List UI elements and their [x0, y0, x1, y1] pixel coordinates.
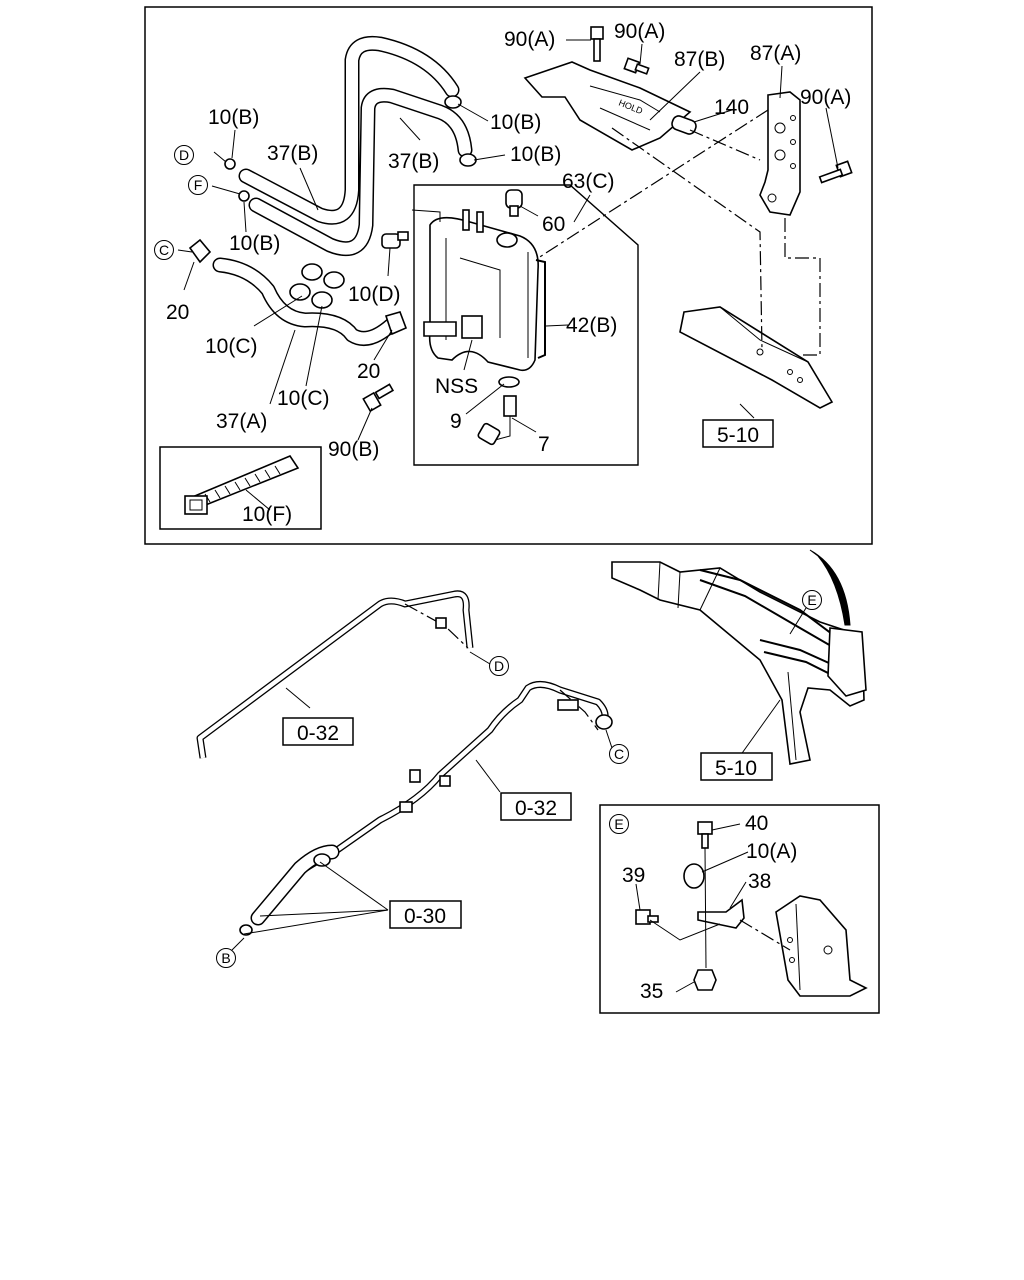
label-39: 39 [622, 864, 645, 887]
clamp-10b-f [238, 190, 250, 202]
nut-35 [693, 969, 717, 991]
label-20-1: 20 [166, 301, 189, 324]
circled-d-lower: D [489, 656, 509, 676]
main-leaders [177, 39, 839, 441]
bolt-90a-mid [623, 57, 650, 75]
clamp-20-right [384, 311, 408, 336]
circled-e-detail: E [609, 814, 629, 834]
label-63c: 63(C) [562, 170, 615, 193]
label-37b-2: 37(B) [388, 150, 439, 173]
label-90b: 90(B) [328, 438, 379, 461]
ref-box-5-10-main: 5-10 [702, 419, 774, 448]
bolt-90b [362, 383, 395, 413]
svg-text:E: E [614, 816, 623, 832]
svg-text:E: E [807, 592, 816, 608]
label-90a-3: 90(A) [800, 86, 851, 109]
label-10c-2: 10(C) [277, 387, 330, 410]
leader-dash-2 [611, 127, 763, 351]
label-10f: 10(F) [242, 503, 292, 526]
clamp-10b-mid [459, 153, 477, 167]
label-87b: 87(B) [674, 48, 725, 71]
label-140: 140 [714, 96, 749, 119]
grommet-10a [683, 863, 705, 889]
svg-text:D: D [179, 147, 189, 163]
leader-dash-1 [534, 109, 769, 261]
label-7: 7 [538, 433, 550, 456]
svg-text:0-30: 0-30 [404, 905, 446, 928]
bolt-90a-right [818, 160, 853, 184]
label-60: 60 [542, 213, 565, 236]
label-90a-2: 90(A) [614, 20, 665, 43]
svg-text:0-32: 0-32 [297, 722, 339, 745]
label-10b-4: 10(B) [229, 232, 280, 255]
frame-rail [679, 306, 834, 409]
svg-text:D: D [494, 658, 504, 674]
ref-box-5-10-lower: 5-10 [700, 752, 773, 781]
bolt-90a-top [590, 26, 604, 62]
svg-text:0-32: 0-32 [515, 797, 557, 820]
detail-e-panel: E [599, 804, 880, 1014]
label-35: 35 [640, 980, 663, 1003]
cap-60 [505, 189, 523, 217]
circled-e-lower: E [802, 590, 822, 610]
circled-d-main: D [174, 145, 194, 165]
label-10b-2: 10(B) [490, 111, 541, 134]
label-nss: NSS [435, 375, 478, 398]
circled-c-lower: C [609, 744, 629, 764]
label-10a: 10(A) [746, 840, 797, 863]
label-87a: 87(A) [750, 42, 801, 65]
leader-dash-4 [689, 129, 761, 161]
lower-left-pipes: D C B 0-32 0-32 0-30 [196, 590, 629, 968]
label-10b-3: 10(B) [510, 143, 561, 166]
label-37b-1: 37(B) [267, 142, 318, 165]
circled-f-main: F [188, 175, 208, 195]
reservoir-tank [423, 209, 546, 372]
label-10d: 10(D) [348, 283, 401, 306]
clamp-20-left [188, 238, 212, 264]
lower-right-frame: E 5-10 [611, 549, 867, 781]
clamp-10b-top [444, 95, 462, 109]
main-panel: HOLD [144, 6, 873, 545]
svg-text:5-10: 5-10 [717, 424, 759, 447]
svg-text:B: B [221, 950, 230, 966]
clamp-10d [381, 231, 409, 249]
inset-10f: 10(F) [159, 446, 322, 530]
clamp-10c-2 [311, 271, 345, 309]
bracket-87a [759, 91, 801, 216]
label-20-2: 20 [357, 360, 380, 383]
label-42b: 42(B) [566, 314, 617, 337]
grommet-140 [671, 115, 697, 135]
svg-text:C: C [614, 746, 624, 762]
hose-37b-upper [238, 35, 473, 257]
sensor-7 [477, 395, 517, 446]
bracket-87b: HOLD [523, 61, 692, 151]
reservoir-subframe [413, 184, 639, 466]
label-38: 38 [748, 870, 771, 893]
circled-c-main: C [154, 240, 174, 260]
label-10b-1: 10(B) [208, 106, 259, 129]
circled-b-lower: B [216, 948, 236, 968]
arrow-pointer [809, 549, 851, 626]
hose-37a-lower [212, 257, 398, 346]
label-90a-1: 90(A) [504, 28, 555, 51]
clamp-10c-1 [289, 263, 323, 301]
clamp-10b-d [224, 158, 236, 170]
bracket-38 [697, 898, 745, 929]
leader-dash-3 [784, 218, 821, 356]
svg-text:C: C [159, 242, 169, 258]
svg-text:F: F [194, 177, 203, 193]
ref-box-0-30: 0-30 [389, 900, 462, 929]
label-40: 40 [745, 812, 768, 835]
label-37a: 37(A) [216, 410, 267, 433]
label-9: 9 [450, 410, 462, 433]
ref-box-0-32-upper: 0-32 [282, 717, 354, 746]
label-10c-1: 10(C) [205, 335, 258, 358]
ref-box-0-32-lower: 0-32 [500, 792, 572, 821]
svg-text:5-10: 5-10 [715, 757, 757, 780]
